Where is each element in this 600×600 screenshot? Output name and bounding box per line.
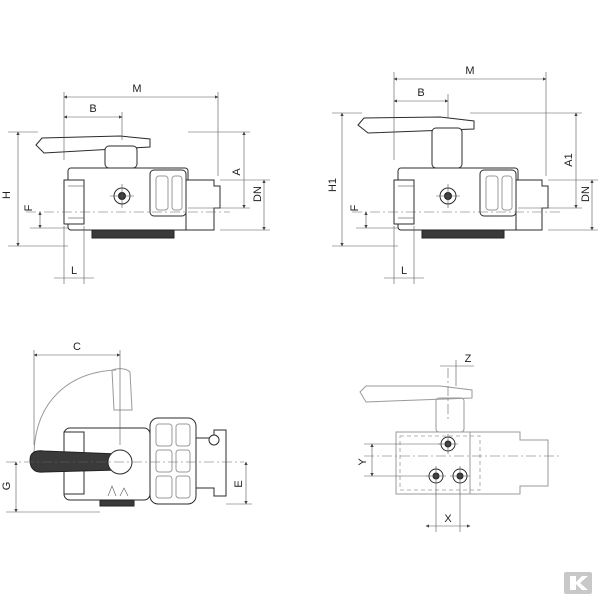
body-outline-ghost [395, 431, 549, 495]
direction-arrows-icon [107, 485, 129, 497]
body-inner-dashed [399, 435, 481, 491]
dim-label-DN: DN [580, 186, 592, 202]
stem-outline-ghost [435, 397, 465, 433]
left-coupling [393, 179, 415, 225]
side-view-standard: M B H A DN F L [1, 83, 270, 284]
dim-label-M: M [465, 65, 474, 77]
rear-view-mounting: Z Y X [357, 353, 560, 532]
camlock-outlet [515, 179, 549, 231]
kramp-k-logo-icon [564, 572, 592, 594]
dim-label-Y: Y [357, 458, 369, 466]
dim-label-A1: A1 [563, 153, 575, 166]
center-bolt-icon [436, 184, 460, 208]
dim-label-E: E [233, 480, 245, 487]
dim-label-B: B [89, 103, 96, 115]
dim-label-C: C [73, 341, 81, 353]
handle-lever-closed [29, 450, 119, 473]
dim-label-Z: Z [465, 353, 472, 365]
left-coupling [63, 179, 85, 225]
center-bolt-icon [110, 184, 134, 208]
dim-label-L: L [401, 265, 407, 277]
bottom-channel [421, 229, 505, 239]
valve-stem [104, 145, 138, 169]
mount-bolt-left-icon [426, 466, 446, 486]
dim-label-L: L [71, 265, 77, 277]
top-view: C G E [1, 341, 252, 513]
dim-label-G: G [1, 482, 13, 491]
mount-bolt-top-icon [438, 434, 458, 454]
bottom-channel [91, 229, 175, 239]
dim-label-H: H [1, 191, 13, 199]
handle-swing-arc [33, 369, 117, 453]
bottom-mount [99, 499, 135, 507]
dim-label-A: A [231, 168, 243, 176]
dim-label-M: M [132, 83, 141, 95]
handle-lever [35, 135, 151, 154]
dim-label-X: X [444, 513, 452, 525]
dim-label-F: F [349, 204, 361, 211]
valve-stem-extended [431, 127, 463, 169]
dim-label-DN: DN [252, 186, 264, 202]
handle-ghost-open [111, 368, 133, 411]
side-view-extended: M B H1 A1 DN F L [327, 65, 598, 284]
dim-label-F: F [23, 204, 35, 211]
valve-outline-ghost [359, 385, 473, 403]
union-nut-top [149, 417, 197, 505]
camlock-outlet [185, 179, 221, 231]
mount-bolt-right-icon [450, 466, 470, 486]
dim-label-B: B [417, 87, 424, 99]
dim-label-H1: H1 [327, 178, 339, 192]
